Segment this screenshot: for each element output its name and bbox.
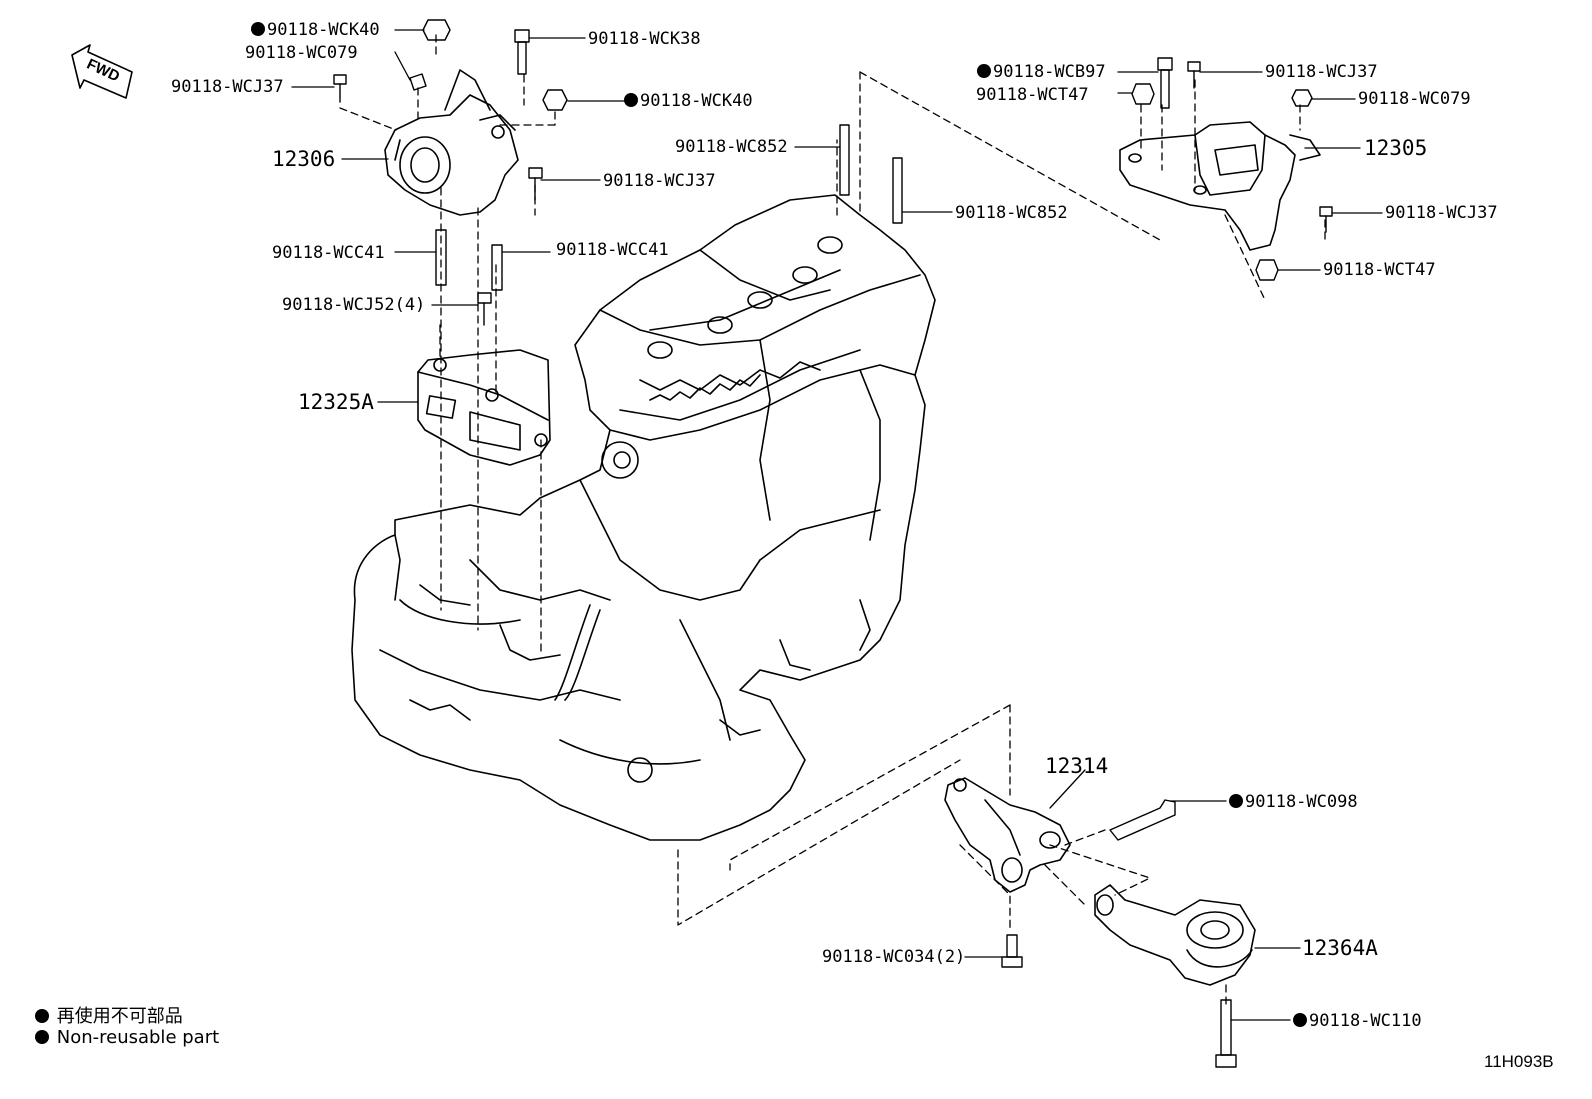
fastener-label-wc852-top: 90118-WC852: [675, 137, 788, 157]
fastener-label-wck40-top: 90118-WCK40: [251, 21, 380, 39]
fastener-label-wck40-right: 90118-WCK40: [624, 92, 753, 110]
fastener-label-wct47-bottom: 90118-WCT47: [1323, 260, 1436, 280]
legend-jp: 再使用不可部品: [35, 1002, 183, 1028]
fastener-label-wcj37-top-right: 90118-WCJ37: [1265, 62, 1378, 82]
torque-rod-12364a: [1094, 884, 1256, 986]
fastener-label-wct47-top: 90118-WCT47: [976, 85, 1089, 105]
fastener-label-wc852-bottom: 90118-WC852: [955, 203, 1068, 223]
part-label-12364a: 12364A: [1302, 936, 1378, 960]
fastener-label-wcj52: 90118-WCJ52(4): [282, 295, 426, 315]
fastener-label-wcc41-left: 90118-WCC41: [272, 243, 385, 263]
fastener-label-wc034: 90118-WC034(2): [822, 947, 966, 967]
part-label-12305: 12305: [1364, 136, 1428, 160]
legend-en: Non-reusable part: [35, 1027, 219, 1048]
non-reusable-dot-icon: [251, 22, 265, 36]
fastener-label-wcj37-mid: 90118-WCJ37: [603, 171, 716, 191]
part-label-12325a: 12325A: [298, 390, 374, 414]
bracket-12325a: [417, 349, 551, 466]
fastener-label-wcj37-right: 90118-WCJ37: [1385, 203, 1498, 223]
engine-mount-12306: [384, 69, 519, 216]
engine-transmission-assembly: [351, 194, 936, 841]
diagram-code: 11H093B: [1484, 1052, 1554, 1071]
fastener-label-wc079-left: 90118-WC079: [245, 43, 358, 63]
fastener-label-wc079-right: 90118-WC079: [1358, 89, 1471, 109]
non-reusable-dot-icon: [624, 93, 638, 107]
transmission-mount-12305: [1119, 121, 1321, 251]
non-reusable-dot-icon: [1229, 794, 1243, 808]
leader-lines: [291, 29, 1383, 1021]
non-reusable-dot-icon: [1293, 1013, 1307, 1027]
fastener-label-wcj37-left: 90118-WCJ37: [171, 77, 284, 97]
legend-dot-icon: [35, 1009, 49, 1023]
bracket-12314: [944, 777, 1071, 893]
fasteners: [333, 19, 1333, 1068]
assembly-dashed-lines: [339, 34, 1326, 1006]
fastener-label-wcb97: 90118-WCB97: [977, 63, 1106, 81]
non-reusable-dot-icon: [977, 64, 991, 78]
fastener-label-wck38: 90118-WCK38: [588, 29, 701, 49]
legend-dot-icon: [35, 1030, 49, 1044]
fwd-arrow-icon: [71, 44, 133, 99]
fastener-label-wcc41-right: 90118-WCC41: [556, 240, 669, 260]
fastener-label-wc098: 90118-WC098: [1229, 793, 1358, 811]
fastener-label-wc110: 90118-WC110: [1293, 1012, 1422, 1030]
part-label-12306: 12306: [272, 147, 336, 171]
part-label-12314: 12314: [1045, 754, 1109, 778]
